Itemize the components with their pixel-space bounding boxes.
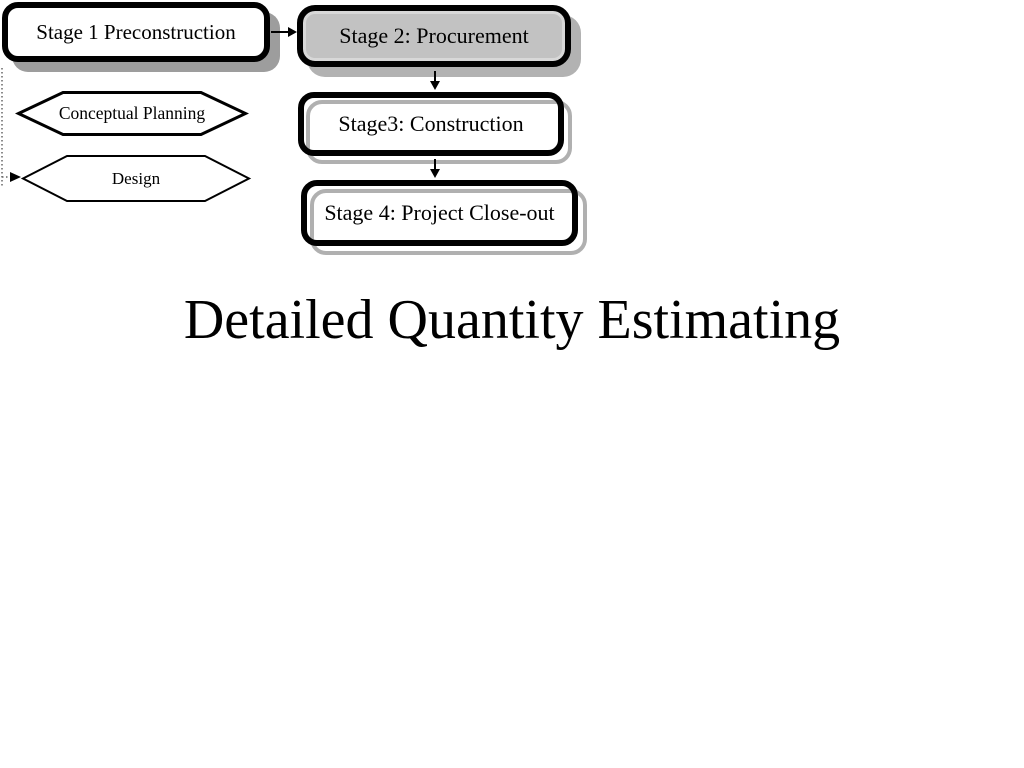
arrowhead-right-icon bbox=[288, 27, 297, 37]
hexagon-node-label: Design bbox=[111, 168, 161, 188]
hexagon-shape bbox=[14, 91, 250, 136]
stage3-shadow bbox=[306, 100, 572, 164]
hexagon-node-conceptual-planning: Conceptual Planning bbox=[14, 91, 250, 136]
hexagon-node-label: Conceptual Planning bbox=[58, 103, 206, 123]
stage-node-label: Stage 4: Project Close-out bbox=[324, 200, 555, 225]
arrowhead-right-icon bbox=[10, 172, 21, 182]
stage-node-2: Stage 2: Procurement bbox=[297, 5, 571, 67]
hexagon-shape bbox=[20, 155, 252, 202]
stage-node-label: Stage3: Construction bbox=[338, 111, 524, 136]
stage-node-4: Stage 4: Project Close-out bbox=[301, 180, 578, 246]
slide-title: Detailed Quantity Estimating bbox=[183, 289, 841, 351]
stage-node-label: Stage 1 Preconstruction bbox=[36, 19, 236, 44]
stage-node-1: Stage 1 Preconstruction bbox=[2, 2, 270, 62]
stage-node-3: Stage3: Construction bbox=[298, 92, 564, 156]
hexagon-node-design: Design bbox=[20, 155, 252, 202]
stage-node-label: Stage 2: Procurement bbox=[339, 23, 529, 48]
arrowhead-down-icon bbox=[430, 169, 440, 178]
arrowhead-down-icon bbox=[430, 81, 440, 90]
stage4-shadow bbox=[310, 189, 587, 255]
